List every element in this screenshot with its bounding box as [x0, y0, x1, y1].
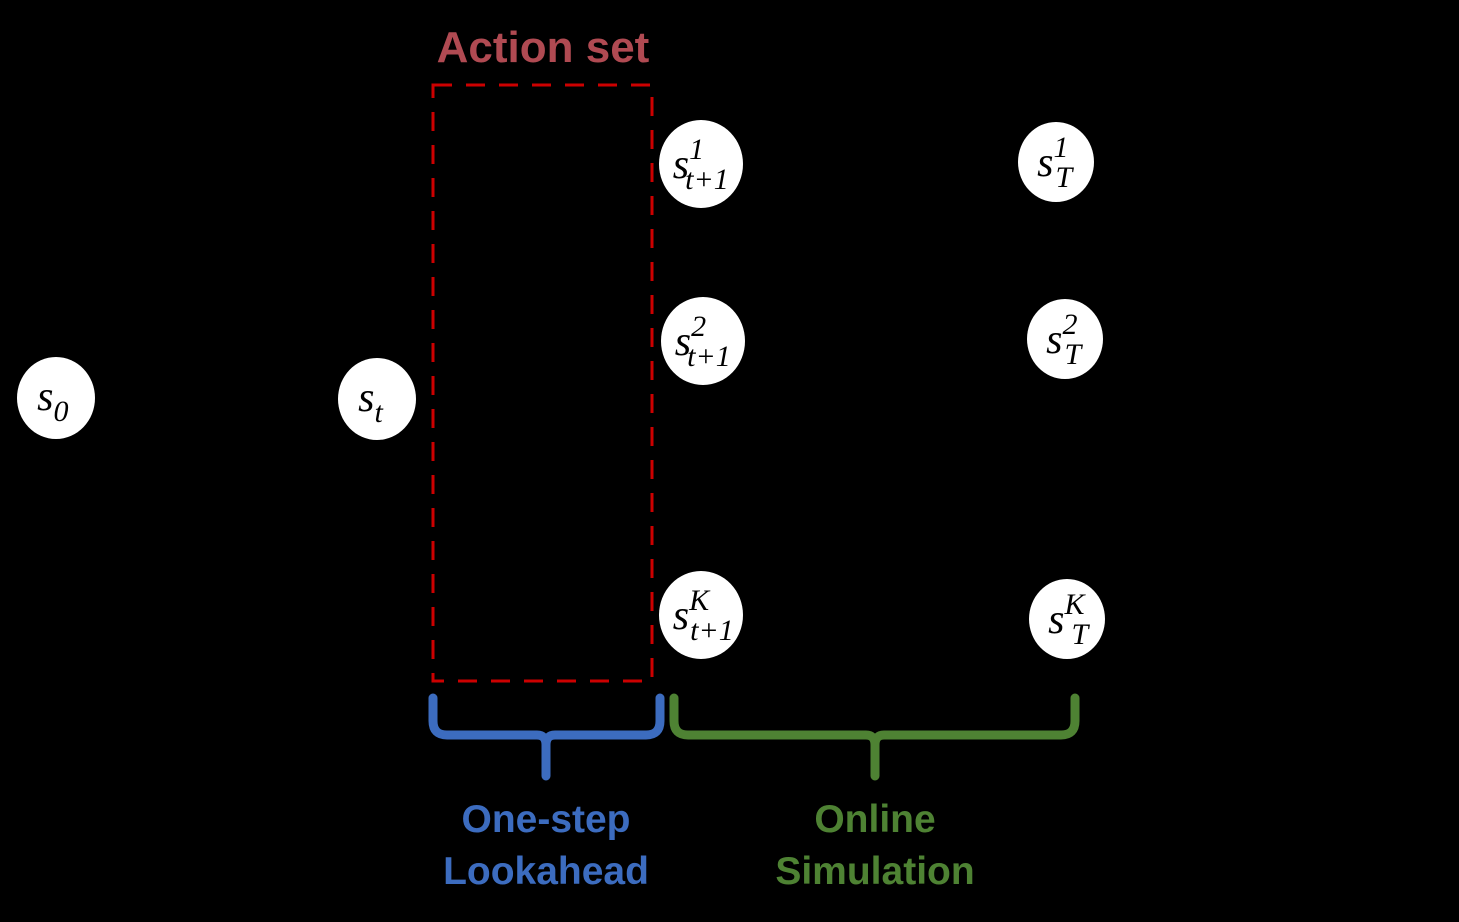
state-node-circle [1029, 579, 1105, 659]
one-step-lookahead-label-line2: Lookahead [443, 850, 649, 893]
action-set-dashed-box [431, 83, 654, 683]
state-node-circle [338, 358, 416, 440]
state-node-label: st [358, 375, 383, 429]
state-node-s0: s0 [17, 357, 95, 439]
action-set-label: Action set [437, 23, 650, 72]
state-node-circle [17, 357, 95, 439]
state-node-circle [659, 120, 743, 208]
online-simulation-brace [669, 693, 1080, 781]
state-node-label: s0 [37, 374, 68, 428]
online-simulation-label-line1: Online [814, 798, 935, 841]
state-node-circle [1027, 299, 1103, 379]
online-simulation-label-line2: Simulation [775, 850, 974, 893]
state-node-st: st [338, 358, 416, 440]
state-node-circle [659, 571, 743, 659]
one-step-lookahead-label-line1: One-step [461, 798, 630, 841]
one-step-lookahead-brace [428, 693, 665, 781]
state-node-circle [1018, 122, 1094, 202]
state-node-circle [661, 297, 745, 385]
